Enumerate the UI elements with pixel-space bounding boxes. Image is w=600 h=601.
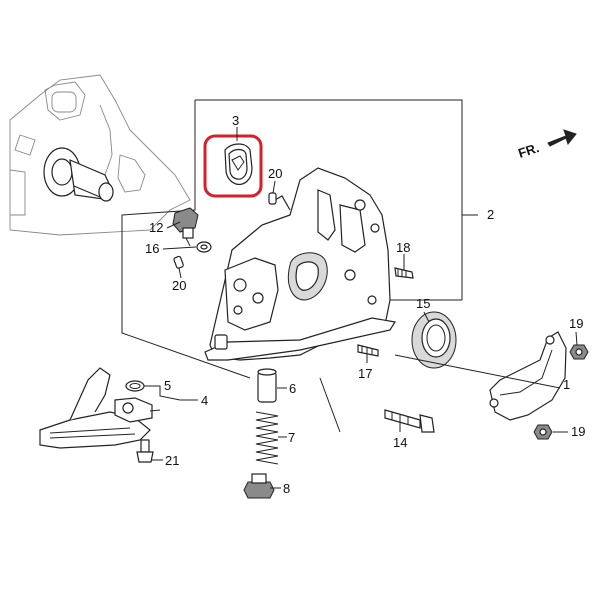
part-6-relief-valve (257, 368, 277, 403)
front-direction-label: FR. (516, 140, 541, 161)
callout-18: 18 (396, 240, 410, 255)
highlight-box (203, 134, 263, 198)
callout-numbers: 1 2 3 4 5 6 7 8 12 14 15 16 17 18 19 19 … (145, 113, 585, 496)
callout-2: 2 (487, 207, 494, 222)
part-7-spring (255, 411, 279, 465)
part-15-oil-seal (411, 311, 457, 369)
callout-21: 21 (165, 453, 179, 468)
callout-15: 15 (416, 296, 430, 311)
part-21-flange-bolt (136, 439, 154, 463)
crankshaft-end (43, 147, 114, 202)
callout-1: 1 (563, 377, 570, 392)
part-12-oil-pressure-switch (172, 207, 199, 247)
part-3-gasket (203, 134, 263, 198)
callout-4: 4 (201, 393, 208, 408)
callout-3: 3 (232, 113, 239, 128)
leader-lines (144, 127, 578, 489)
part-17-stud-bolt (357, 344, 379, 357)
part-20-dowel-lower (173, 255, 184, 269)
part-19-nut-upper (569, 344, 589, 360)
callout-8: 8 (283, 481, 290, 496)
engine-block-ghost (9, 74, 191, 236)
callout-6: 6 (289, 381, 296, 396)
part-14-flange-bolt (384, 409, 435, 433)
callout-5: 5 (164, 378, 171, 393)
callout-17: 17 (358, 366, 372, 381)
callout-12: 12 (149, 220, 163, 235)
part-5-o-ring (125, 380, 145, 392)
front-direction-indicator: FR. (516, 129, 577, 161)
part-16-washer (196, 241, 212, 253)
oil-pump-housing (204, 167, 396, 361)
part-4-oil-strainer (39, 367, 153, 449)
callout-14: 14 (393, 435, 407, 450)
part-8-sealing-bolt (243, 473, 275, 499)
callout-16: 16 (145, 241, 159, 256)
callout-7: 7 (288, 430, 295, 445)
callout-20-lower: 20 (172, 278, 186, 293)
part-1-cover (489, 331, 567, 421)
part-18-stud-bolt (394, 267, 414, 279)
front-arrow-icon (547, 129, 577, 147)
callout-19-lower: 19 (571, 424, 585, 439)
callout-19-upper: 19 (569, 316, 583, 331)
part-20-dowel-upper (268, 192, 277, 205)
part-19-nut-lower (533, 424, 553, 440)
callout-20-upper: 20 (268, 166, 282, 181)
